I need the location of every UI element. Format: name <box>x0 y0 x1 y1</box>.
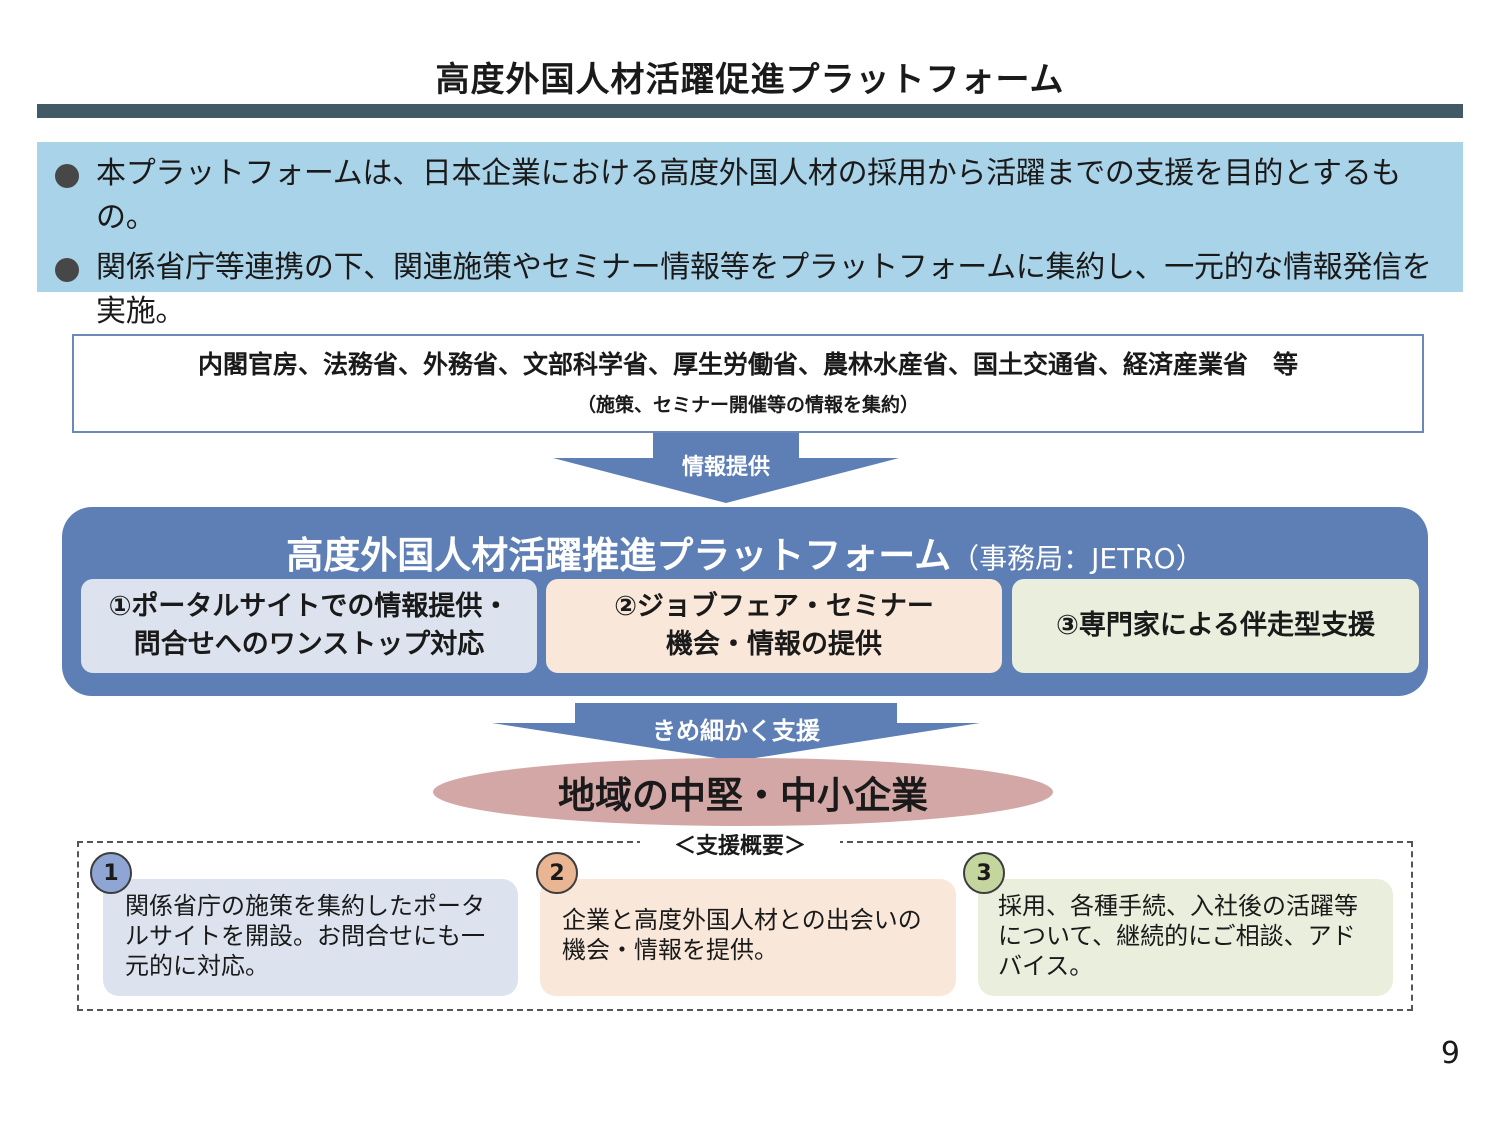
badge-number: 3 <box>976 860 992 886</box>
ministries-list: 内閣官房、法務省、外務省、文部科学省、厚生労働省、農林水産省、国土交通省、経済産… <box>197 350 1298 379</box>
overview-item-text: 企業と高度外国人材との出会いの機会・情報を提供。 <box>562 906 922 964</box>
down-arrow-icon <box>553 433 899 503</box>
service-line: 機会・情報の提供 <box>666 629 882 660</box>
overview-item-text: 関係省庁の施策を集約したポータルサイトを開設。お問合せにも一元的に対応。 <box>125 892 485 980</box>
overview-item-1: 関係省庁の施策を集約したポータルサイトを開設。お問合せにも一元的に対応。 <box>103 879 518 996</box>
badge-number: 1 <box>103 860 119 886</box>
platform-title: 高度外国人材活躍推進プラットフォーム（事務局：JETRO） <box>62 525 1428 579</box>
platform-service-jobfair: ②ジョブフェア・セミナー機会・情報の提供 <box>546 579 1002 673</box>
service-line: ③専門家による伴走型支援 <box>1055 610 1376 641</box>
target-companies-ellipse: 地域の中堅・中小企業 <box>433 758 1053 826</box>
overview-item-text: 採用、各種手続、入社後の活躍等について、継続的にご相談、アドバイス。 <box>998 892 1358 980</box>
info-provision-label: 情報提供 <box>681 455 770 480</box>
service-line: 問合せへのワンストップ対応 <box>133 629 485 660</box>
info-provision-arrow: 情報提供 <box>553 433 899 503</box>
summary-bullet: 本プラットフォームは、日本企業における高度外国人材の採用から活躍までの支援を目的… <box>55 152 1449 240</box>
number-badge-3: 3 <box>963 852 1005 894</box>
overview-label: ＜支援概要＞ <box>640 832 840 862</box>
support-arrow: きめ細かく支援 <box>492 703 980 761</box>
bullet-dot-icon <box>55 164 79 188</box>
overview-item-3: 採用、各種手続、入社後の活躍等について、継続的にご相談、アドバイス。 <box>978 879 1393 996</box>
title-underline-bar <box>37 104 1463 118</box>
platform-service-expert: ③専門家による伴走型支援 <box>1012 579 1419 673</box>
summary-bullet-text: 関係省庁等連携の下、関連施策やセミナー情報等をプラットフォームに集約し、一元的な… <box>96 250 1432 329</box>
summary-panel: 本プラットフォームは、日本企業における高度外国人材の採用から活躍までの支援を目的… <box>37 142 1463 329</box>
overview-item-2: 企業と高度外国人材との出会いの機会・情報を提供。 <box>540 879 956 996</box>
target-companies-label: 地域の中堅・中小企業 <box>558 774 928 817</box>
page-number: 9 <box>1440 1036 1460 1071</box>
service-line: ②ジョブフェア・セミナー <box>614 591 934 622</box>
number-badge-1: 1 <box>90 852 132 894</box>
platform-secretariat: （事務局：JETRO） <box>951 542 1204 575</box>
support-arrow-label: きめ細かく支援 <box>652 717 820 745</box>
summary-bullet: 関係省庁等連携の下、関連施策やセミナー情報等をプラットフォームに集約し、一元的な… <box>55 246 1449 334</box>
ministries-box: 内閣官房、法務省、外務省、文部科学省、厚生労働省、農林水産省、国土交通省、経済産… <box>72 334 1424 433</box>
page-title: 高度外国人材活躍促進プラットフォーム <box>435 60 1065 100</box>
platform-panel: 高度外国人材活躍推進プラットフォーム（事務局：JETRO） ①ポータルサイトでの… <box>62 507 1428 696</box>
service-line: ①ポータルサイトでの情報提供・ <box>108 591 510 622</box>
badge-number: 2 <box>549 860 565 886</box>
platform-service-portal: ①ポータルサイトでの情報提供・問合せへのワンストップ対応 <box>81 579 537 673</box>
summary-bullet-text: 本プラットフォームは、日本企業における高度外国人材の採用から活躍までの支援を目的… <box>96 156 1401 235</box>
platform-name: 高度外国人材活躍推進プラットフォーム <box>286 534 952 577</box>
down-arrow-icon <box>492 703 980 761</box>
ministries-note: （施策、セミナー開催等の情報を集約） <box>576 394 919 416</box>
bullet-dot-icon <box>55 258 79 282</box>
number-badge-2: 2 <box>536 852 578 894</box>
